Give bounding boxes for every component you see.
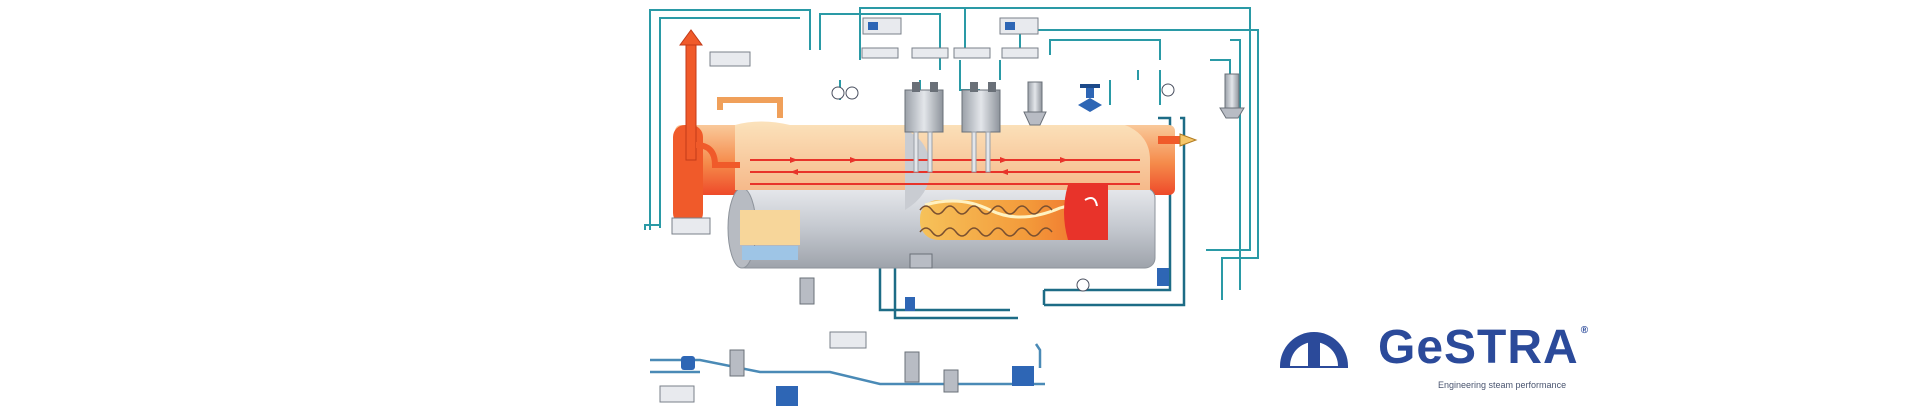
valve-assembly-icons bbox=[729, 253, 959, 393]
steam-outlet-icon bbox=[1158, 133, 1198, 147]
brand-tagline: Engineering steam performance bbox=[1438, 380, 1567, 390]
flow-meter-icon bbox=[681, 268, 1169, 406]
control-display-screens bbox=[868, 22, 1015, 30]
level-electrode-icon bbox=[904, 82, 1001, 173]
pressure-gauge-icon bbox=[831, 83, 1175, 292]
steam-boiler-icon bbox=[673, 121, 1175, 269]
brand-name: GeSTRA® bbox=[1378, 321, 1590, 374]
control-valve-icon bbox=[1078, 84, 1102, 112]
gestra-logo-icon bbox=[1280, 332, 1348, 368]
condensate-piping bbox=[650, 343, 1045, 386]
registered-mark: ® bbox=[1580, 325, 1590, 336]
safety-valve-icon bbox=[1023, 73, 1245, 126]
flue-gas-outlet-icon bbox=[679, 29, 783, 168]
